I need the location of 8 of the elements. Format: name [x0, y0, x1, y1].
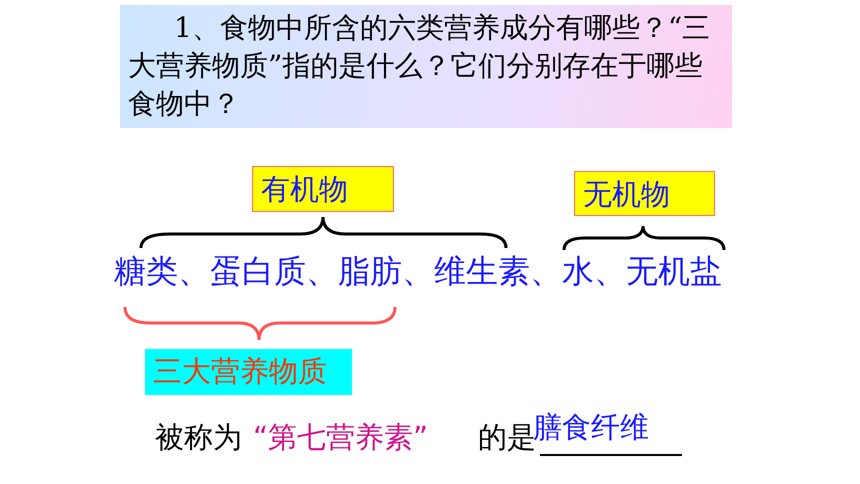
category-box: 有机物 — [252, 166, 394, 212]
question-box: 1、食物中所含的六类营养成分有哪些？“三大营养物质”指的是什么？它们分别存在于哪些食物中？ — [120, 5, 732, 128]
category-box: 无机物 — [574, 171, 715, 216]
nutrient-list: 糖类、蛋白质、脂肪、维生素、水、无机盐 — [114, 255, 722, 287]
sentence-text: 被称为 — [155, 423, 242, 452]
quoted-term: “第七营养素” — [253, 423, 428, 452]
answer-text: 膳食纤维 — [533, 413, 649, 442]
highlight-box: 三大营养物质 — [145, 349, 352, 395]
